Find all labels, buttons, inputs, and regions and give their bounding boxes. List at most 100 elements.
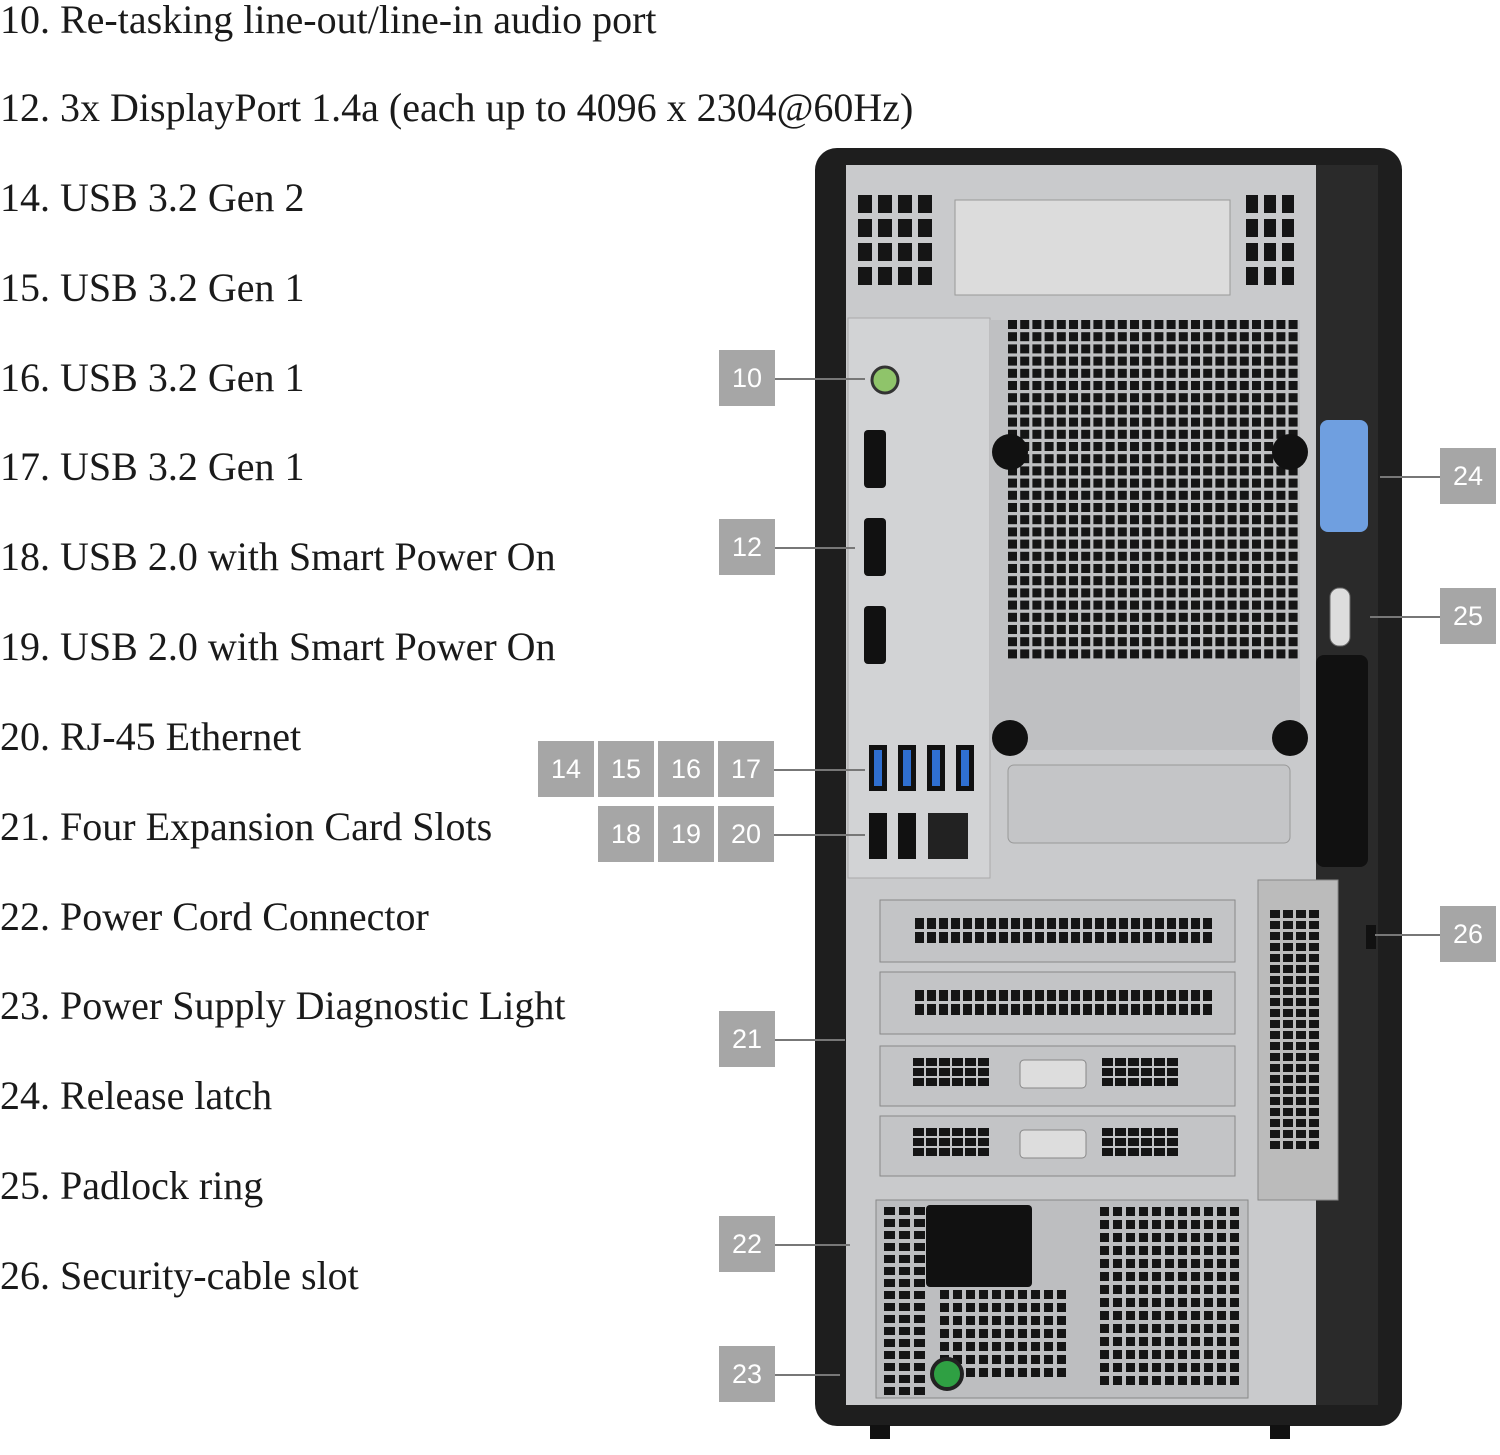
fan-grille xyxy=(1056,527,1066,537)
psu-vent xyxy=(1139,1259,1148,1268)
slot-vent xyxy=(939,1068,950,1076)
slot-vent xyxy=(1283,954,1293,962)
slot-vent xyxy=(1296,1009,1306,1017)
psu-vent xyxy=(953,1329,962,1338)
slot-vent xyxy=(1283,1130,1293,1138)
fan-grille xyxy=(1105,637,1115,647)
fan-grille xyxy=(1032,344,1042,354)
psu-vent xyxy=(1191,1363,1200,1372)
fan-grille xyxy=(1288,564,1298,573)
slot-vent xyxy=(1296,1031,1306,1039)
fan-grille xyxy=(1044,588,1054,598)
fan-grille xyxy=(1276,600,1286,610)
fan-grille xyxy=(1239,344,1249,354)
psu-vent xyxy=(914,1279,925,1287)
fan-grille xyxy=(1239,576,1249,586)
fan-grille xyxy=(1276,637,1286,647)
fan-grille xyxy=(1056,503,1066,512)
psu-vent xyxy=(1152,1272,1161,1281)
psu-vent xyxy=(899,1219,910,1227)
fan-grille xyxy=(1032,564,1042,573)
fan-grille xyxy=(1276,466,1286,476)
slot-vent xyxy=(951,990,960,1001)
fan-grille xyxy=(1239,551,1249,561)
psu-vent xyxy=(1165,1363,1174,1372)
slot-vent xyxy=(913,1058,924,1066)
fan-grille xyxy=(1288,368,1298,378)
fan-grille xyxy=(1142,405,1152,415)
slot-vent xyxy=(1296,910,1306,918)
slot-vent xyxy=(1283,998,1293,1006)
fan-grille xyxy=(1142,417,1152,427)
slot-vent xyxy=(1296,987,1306,995)
fan-grille xyxy=(1008,551,1017,561)
fan-grille xyxy=(1227,612,1237,622)
fan-grille xyxy=(1020,417,1030,427)
fan-grille xyxy=(1203,649,1213,659)
psu-vent xyxy=(1204,1337,1213,1346)
psu-vent xyxy=(1113,1272,1122,1281)
fan-grille xyxy=(1191,417,1200,427)
fan-grille xyxy=(1142,393,1152,403)
psu-vent xyxy=(1217,1220,1226,1229)
psu-vent xyxy=(1178,1350,1187,1359)
slot-vent xyxy=(1309,910,1319,918)
psu-vent xyxy=(1018,1355,1027,1364)
fan-grille xyxy=(1264,515,1274,525)
fan-grille xyxy=(1069,490,1078,500)
psu-vent xyxy=(1057,1316,1066,1325)
psu-vent xyxy=(899,1327,910,1335)
fan-grille xyxy=(1276,393,1286,403)
slot-vent xyxy=(1119,932,1128,943)
fan-grille xyxy=(1264,332,1274,342)
slot-vent xyxy=(1059,990,1068,1001)
slot-vent xyxy=(975,1004,984,1015)
psu-vent xyxy=(1100,1259,1109,1268)
slot-vent xyxy=(1141,1078,1152,1086)
slot-vent xyxy=(1107,918,1116,929)
slot-vent xyxy=(965,1058,976,1066)
slot-vent xyxy=(1102,1058,1113,1066)
slot-vent xyxy=(1107,1004,1116,1015)
fan-grille xyxy=(1008,417,1017,427)
fan-grille xyxy=(1252,503,1261,512)
fan-grille xyxy=(1044,344,1054,354)
slot-vent xyxy=(1283,1064,1293,1072)
fan-grille xyxy=(1154,600,1164,610)
fan-grille xyxy=(1081,600,1091,610)
slot-vent xyxy=(1071,918,1080,929)
fan-grille xyxy=(1130,429,1139,439)
displayport xyxy=(864,430,886,488)
fan-grille xyxy=(1056,649,1066,659)
psu-vent xyxy=(1152,1311,1161,1320)
slot-vent xyxy=(1270,1108,1280,1116)
psu-vent xyxy=(899,1279,910,1287)
slot-vent xyxy=(1071,932,1080,943)
usb3-tongue xyxy=(874,750,882,786)
fan-grille xyxy=(1191,576,1200,586)
fan-grille xyxy=(1069,332,1078,342)
fan-grille xyxy=(1117,478,1127,488)
fan-grille xyxy=(1081,405,1091,415)
fan-grille xyxy=(1069,600,1078,610)
fan-grille xyxy=(1215,417,1225,427)
fan-grille xyxy=(1288,381,1298,390)
psu-vent xyxy=(899,1255,910,1263)
fan-grille xyxy=(1166,454,1176,464)
fan-grille xyxy=(1069,551,1078,561)
slot-vent xyxy=(1154,1128,1165,1136)
fan-grille xyxy=(1191,429,1200,439)
fan-grille xyxy=(1069,344,1078,354)
fan-grille xyxy=(1203,429,1213,439)
fan-grille xyxy=(1264,381,1274,390)
fan-grille xyxy=(1191,368,1200,378)
fan-grille xyxy=(1178,612,1188,622)
fan-grille xyxy=(1166,539,1176,549)
psu-vent xyxy=(1005,1290,1014,1299)
fan-grille xyxy=(1032,332,1042,342)
slot-vent xyxy=(1296,998,1306,1006)
psu-vent xyxy=(1191,1272,1200,1281)
fan-grille xyxy=(1191,490,1200,500)
fan-grille xyxy=(1069,429,1078,439)
